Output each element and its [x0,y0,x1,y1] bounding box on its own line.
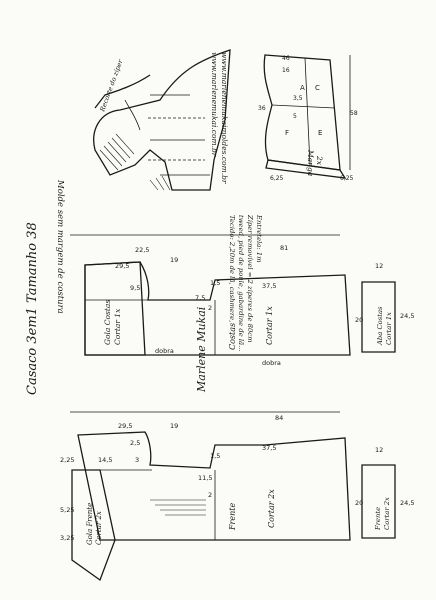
sleeve-m-58: 58 [350,110,358,117]
back-piece: Costas Cortar 1x dobra 81 37,5 19 29,5 2… [70,234,351,367]
zipper-hatch [150,499,206,516]
front-m-295: 29,5 [118,422,132,430]
front-collar-name: Gola Frente [86,503,94,545]
back-m-225: 22,5 [135,246,149,254]
front-cut: Cortar 2x [267,489,276,528]
back-m-95: 9,5 [130,284,140,292]
sleeve-m-625a: 6,25 [340,175,354,182]
front-collar-cut: Cortar 2x [95,511,103,545]
back-collar-cut: Cortar 1x [113,308,122,345]
fabric-line-4: Entretela: 1m [255,214,263,263]
front-m-25: 2,5 [130,439,140,447]
front-name: Frente [228,503,237,531]
front-m-145: 14,5 [98,456,112,464]
back-collar-piece: Gola Costas Cortar 1x dobra [84,261,174,356]
sleeve-letter-f: F [285,129,289,137]
front-m-375: 37,5 [262,444,276,452]
sleeve-piece: A C F E Manga 2x 46 36 58 16 6,25 6,25 5… [258,54,358,182]
front-m-19: 19 [170,422,178,430]
back-m-81: 81 [280,244,288,252]
back-collar-name: Gola Costas [103,300,112,345]
sleeve-m-36: 36 [258,105,266,112]
back-flap-name: Aba Costas [376,306,384,346]
back-collar-fold: dobra [155,347,174,355]
knit-hatch [99,133,171,191]
subtitle: Molde sem margem de costura [55,179,65,314]
back-m-2: 2 [208,304,212,312]
website-line-1: www.marlenemukai.com.br [210,52,219,157]
back-fold-label: dobra [262,359,281,367]
back-m-375: 37,5 [262,282,276,290]
front-flap-cut: Cortar 2x [383,497,391,530]
sleeve-letter-c: C [315,84,320,92]
pattern-title: Casaco 3em1 Tamanho 38 [25,222,40,395]
back-flap-m-12: 12 [375,262,383,270]
front-m-225: 2,25 [60,456,74,464]
back-m-19: 19 [170,256,178,264]
zipper-detail-label: Recorte do zíper [98,58,125,114]
back-name: Costas [228,323,237,350]
front-m-2: 2 [208,491,212,499]
front-flap-m-245: 24,5 [400,499,414,507]
sleeve-m-46: 46 [282,55,290,62]
sleeve-letter-e: E [318,129,322,137]
front-m-3: 3 [135,456,139,464]
front-flap-name: Frente [374,507,382,531]
front-m-525: 5,25 [60,506,74,514]
back-m-75: 7,5 [195,294,205,302]
front-m-325: 3,25 [60,534,74,542]
front-flap-piece: Frente Cortar 2x 12 20 24,5 [355,446,414,539]
sleeve-m-625b: 6,25 [270,175,284,182]
back-cut: Cortar 1x [265,306,274,345]
front-piece: Frente Cortar 2x 84 37,5 19 29,5 2,5 11,… [60,411,351,542]
fabric-line-2: tweed, pied de poule, gabardine de lã... [237,215,245,352]
front-flap-m-20: 20 [355,499,363,507]
front-flap-m-12: 12 [375,446,383,454]
back-flap-m-20: 20 [355,316,363,324]
front-collar-piece: Gola Frente Cortar 2x [71,469,206,582]
front-m-15: 1,5 [210,452,220,460]
sleeve-m-5: 5 [293,113,297,120]
back-m-295: 29,5 [115,262,129,270]
front-m-84: 84 [275,414,283,422]
front-m-115: 11,5 [198,474,212,482]
sleeve-m-35: 3,5 [293,95,303,102]
back-m-15: 1,5 [210,279,220,287]
back-flap-m-245: 24,5 [400,312,414,320]
back-flap-cut: Cortar 1x [385,312,393,345]
fabric-line-1: Tecido: 2,20m de lã, cashmere, [228,215,236,322]
sleeve-cut: 2x [315,155,324,166]
sleeve-letter-a: A [300,84,305,92]
back-flap-piece: Aba Costas Cortar 1x 12 20 24,5 [355,262,414,353]
garment-sketch [93,49,231,191]
sleeve-name: Manga [306,149,315,176]
sleeve-m-16: 16 [282,67,290,74]
signature: Marlene Mukai [195,307,208,393]
